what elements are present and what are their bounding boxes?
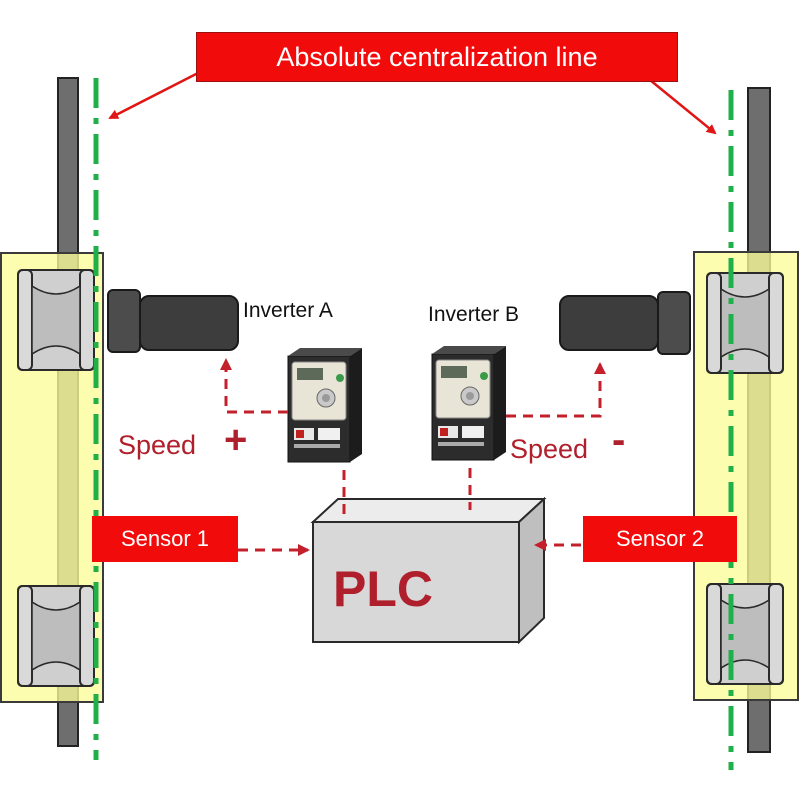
right-lower-roller	[706, 583, 784, 685]
plc-box	[310, 496, 547, 645]
right-upper-roller	[706, 272, 784, 374]
inverter-a-device	[287, 347, 363, 463]
sensor-2-label: Sensor 2	[583, 516, 737, 562]
motor-b	[559, 291, 691, 355]
left-lower-roller	[17, 585, 95, 687]
speed-decrease-sign: -	[612, 418, 626, 462]
inverter-a-label: Inverter A	[243, 299, 333, 322]
left-upper-roller	[17, 269, 95, 371]
speed-b-label: Speed	[510, 434, 589, 464]
left-rail-assembly	[0, 77, 104, 760]
title-arrow-right	[649, 79, 717, 135]
sensor-1-label: Sensor 1	[92, 516, 238, 562]
signal-connections	[220, 358, 606, 556]
title-arrow-left	[108, 70, 201, 120]
centralization-line-label: Absolute centralization line	[196, 32, 678, 82]
speed-b-arrow	[506, 362, 606, 418]
speed-increase-sign: +	[224, 418, 248, 462]
speed-a-arrow	[220, 358, 288, 414]
motor-a	[107, 289, 239, 353]
plc-label: PLC	[333, 561, 433, 617]
inverter-b-label: Inverter B	[428, 303, 520, 326]
right-rail-assembly	[693, 87, 799, 770]
speed-a-label: Speed	[118, 430, 197, 460]
inverter-b-device	[431, 345, 507, 461]
